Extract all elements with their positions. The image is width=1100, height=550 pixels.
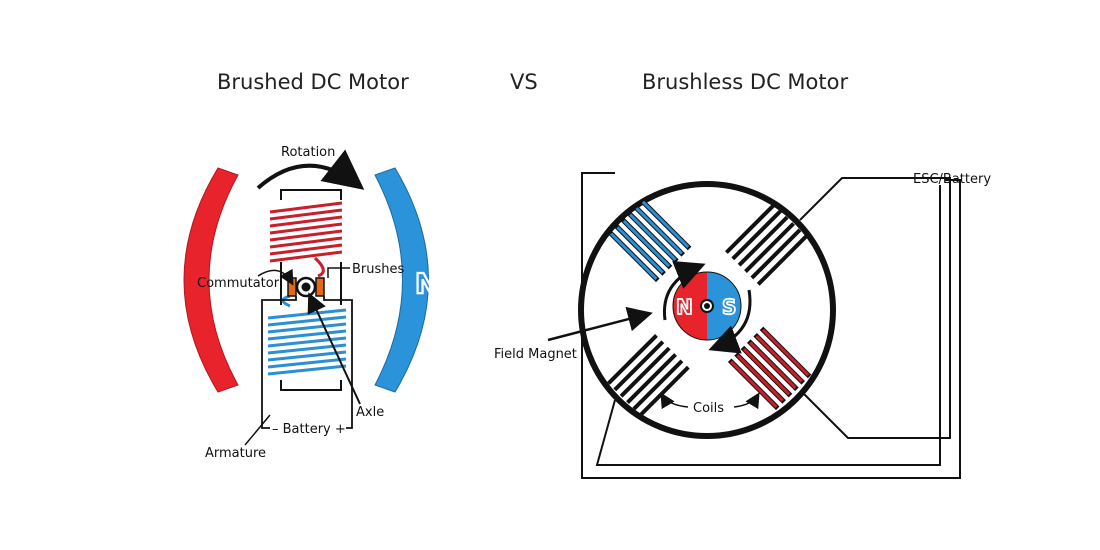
brushed-motor-title: Brushed DC Motor: [217, 70, 409, 94]
field-magnet-pointer: [547, 306, 653, 342]
armature-frame: [280, 189, 342, 391]
vs-label: VS: [510, 70, 538, 94]
coils-pointer-left: [660, 392, 689, 410]
south-pole-label: S: [160, 267, 180, 300]
rotor-south-label: S: [722, 295, 736, 319]
lower-coil: [266, 294, 347, 380]
battery-label: – Battery +: [272, 422, 346, 437]
axle-label: Axle: [356, 405, 384, 420]
north-magnet: [374, 167, 429, 393]
axle-pointer: [307, 292, 361, 405]
brushes-pointer: [327, 267, 350, 278]
commutator-pointer: [257, 268, 294, 286]
brush-right: [315, 277, 325, 297]
brushless-motor: N S ESC/Battery Field Magnet Coils: [494, 172, 991, 479]
rotor-rotation-arrow-right: [708, 289, 752, 354]
south-magnet: [183, 167, 239, 393]
upper-coil: [268, 200, 344, 278]
rotation-label: Rotation: [281, 145, 335, 160]
armature-label: Armature: [205, 446, 266, 461]
coil-bottom-left: [606, 333, 690, 417]
esc-wire-2: [799, 177, 951, 439]
north-pole-label: N: [415, 267, 438, 300]
wiring-frame: [581, 172, 961, 479]
coil-top-right: [724, 202, 808, 286]
rotation-arrow: [256, 149, 365, 190]
esc-battery-label: ESC/Battery: [913, 172, 991, 187]
rotor-north-label: N: [676, 295, 693, 319]
field-magnet: N S: [672, 271, 742, 341]
brushed-motor: S N Rotation: [159, 145, 440, 461]
rotor-rotation-arrow-left: [662, 260, 706, 321]
brushes-label: Brushes: [352, 262, 405, 277]
field-magnet-label: Field Magnet: [494, 347, 577, 362]
coil-bottom-right: [727, 326, 812, 411]
esc-wire-3: [595, 185, 941, 466]
commutator-label: Commutator: [197, 276, 280, 291]
coils-pointer-right: [733, 392, 760, 410]
brush-left: [287, 277, 297, 297]
brushless-motor-title: Brushless DC Motor: [642, 70, 849, 94]
coils-label: Coils: [693, 401, 724, 416]
axle: [301, 282, 311, 292]
armature-pointer: [244, 414, 271, 446]
coil-top-left: [607, 198, 692, 283]
